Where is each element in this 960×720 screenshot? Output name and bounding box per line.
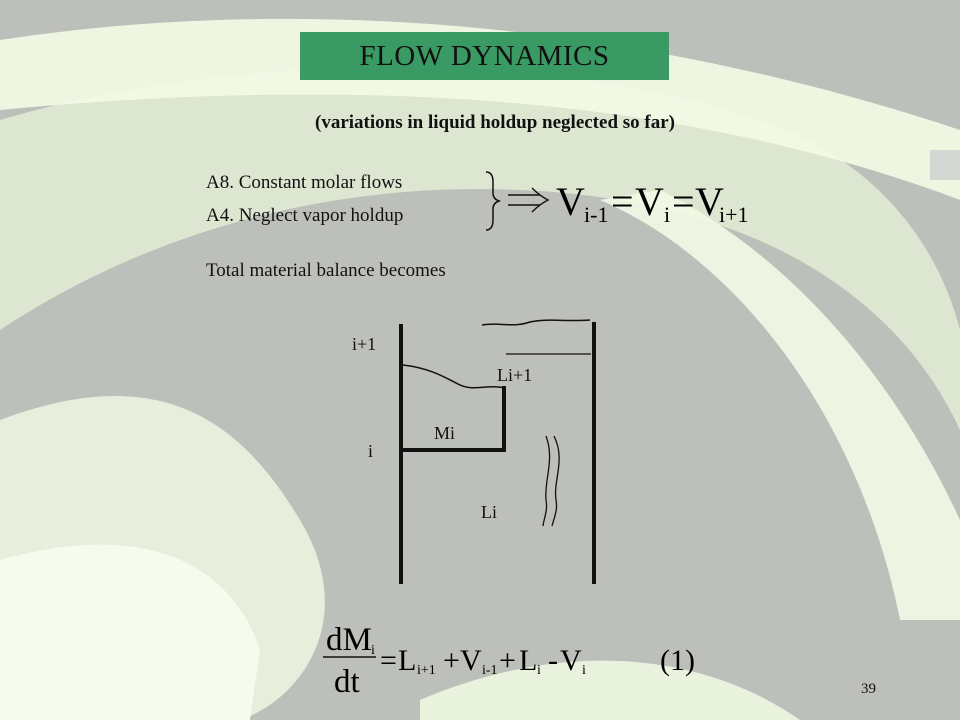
eq-denominator: dt — [334, 664, 360, 700]
vapor-sub1: i-1 — [584, 202, 608, 227]
vapor-eq1: = — [611, 179, 634, 224]
label-holdup: Mi — [434, 423, 456, 443]
vapor-v2: V — [635, 179, 664, 224]
tray-liquid-surface — [402, 364, 506, 389]
vapor-sub2: i — [664, 202, 670, 227]
eq-minus: - — [548, 644, 558, 677]
eq-term-v-out: V — [560, 644, 582, 677]
eq-numerator-sub: i — [371, 643, 375, 658]
eq-equals: = — [380, 644, 397, 677]
eq-term-v-in-sub: i-1 — [482, 663, 498, 678]
label-liquid-in: Li+1 — [497, 365, 533, 385]
label-liquid-out: Li — [481, 502, 497, 522]
vapor-v1: V — [556, 179, 585, 224]
upper-liquid-surface — [481, 319, 591, 326]
eq-term-l-out: L — [519, 644, 537, 677]
eq-plus-2: + — [499, 644, 516, 677]
eq-plus-1: + — [443, 644, 460, 677]
title-box: FLOW DYNAMICS — [300, 32, 669, 80]
label-lower-tray: i — [368, 441, 374, 461]
implies-arrow-icon — [508, 187, 550, 213]
vapor-sub3: i+1 — [719, 202, 749, 227]
liquid-stream-left — [542, 435, 551, 527]
page-number: 39 — [861, 681, 876, 697]
balance-text: Total material balance becomes — [206, 260, 446, 281]
liquid-stream-right — [551, 435, 560, 527]
subtitle: (variations in liquid holdup neglected s… — [315, 112, 675, 133]
vapor-v3: V — [695, 179, 724, 224]
eq-term-l-out-sub: i — [537, 663, 541, 678]
eq-term-v-in: V — [460, 644, 482, 677]
assumption-a4: A4. Neglect vapor holdup — [206, 205, 404, 226]
page-title: FLOW DYNAMICS — [359, 39, 610, 72]
eq-term-l-in: L — [398, 644, 416, 677]
right-brace — [485, 171, 502, 231]
eq-term-l-in-sub: i+1 — [417, 663, 436, 678]
eq-term-v-out-sub: i — [582, 663, 586, 678]
assumption-a8: A8. Constant molar flows — [206, 172, 403, 193]
tray-weir — [403, 386, 506, 452]
equation-number: (1) — [660, 644, 695, 677]
label-upper-tray: i+1 — [352, 334, 377, 354]
vapor-eq2: = — [672, 179, 695, 224]
eq-numerator: dM — [326, 622, 372, 658]
